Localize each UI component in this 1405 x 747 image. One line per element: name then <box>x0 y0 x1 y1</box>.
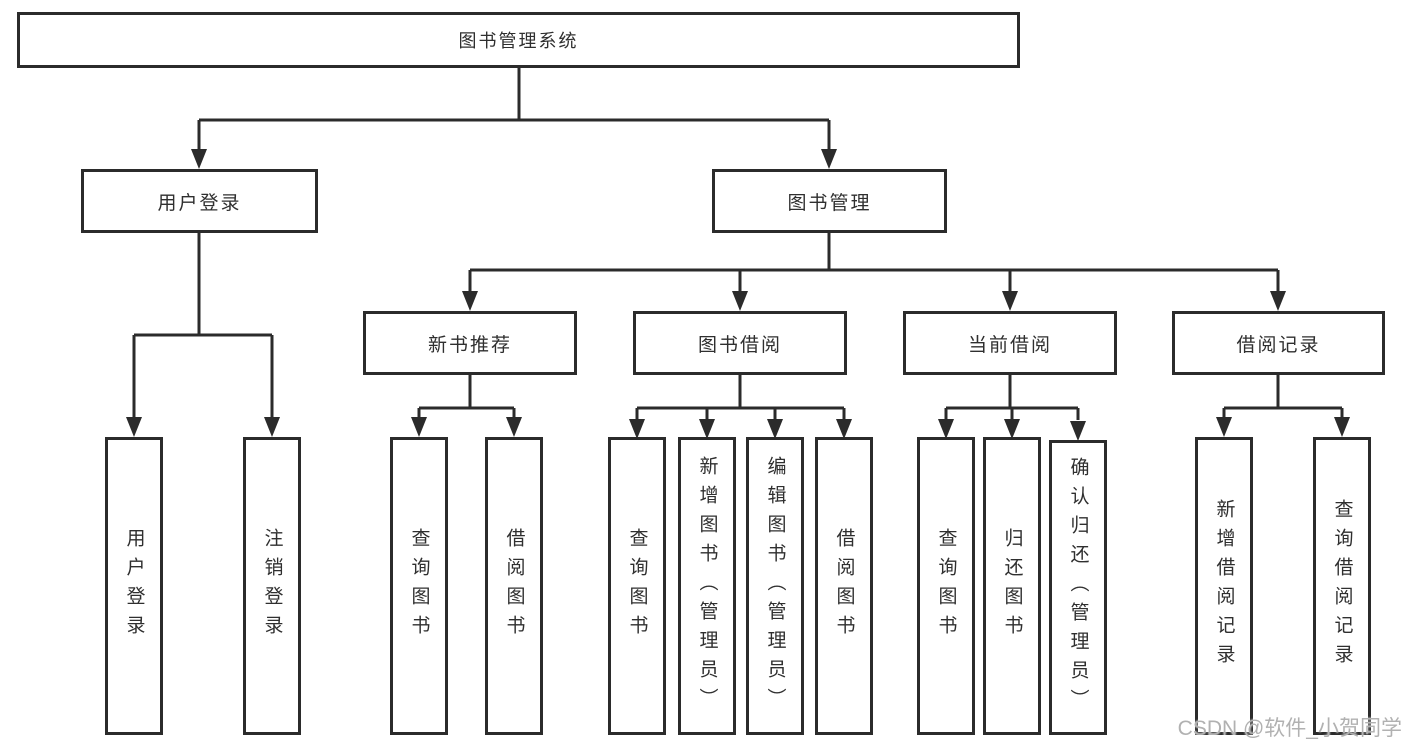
connector-root-to-level2 <box>191 68 837 169</box>
leaf-borrow-query-books-label: 查询图书 <box>626 528 648 644</box>
connector-book-management-to-level3 <box>462 233 1286 311</box>
leaf-current-return-books: 归还图书 <box>983 437 1041 735</box>
arrow-down-icon <box>1070 421 1086 441</box>
node-user-login-label: 用户登录 <box>157 192 242 214</box>
leaf-borrow-borrow-books-label: 借阅图书 <box>833 528 855 644</box>
leaf-user-login-label: 用户登录 <box>123 528 145 644</box>
leaf-current-confirm-return-admin-label: 确认归还（管理员） <box>1067 457 1089 718</box>
arrow-down-icon <box>1216 417 1232 437</box>
leaf-logout: 注销登录 <box>243 437 301 735</box>
leaf-borrow-borrow-books: 借阅图书 <box>815 437 873 735</box>
leaf-records-add-record: 新增借阅记录 <box>1195 437 1253 735</box>
arrow-down-icon <box>264 417 280 437</box>
leaf-borrow-edit-books-admin-label: 编辑图书（管理员） <box>764 455 786 717</box>
node-current-borrow: 当前借阅 <box>903 311 1117 375</box>
node-current-borrow-label: 当前借阅 <box>967 334 1052 356</box>
leaf-newrec-query-books-label: 查询图书 <box>408 528 430 644</box>
leaf-records-add-record-label: 新增借阅记录 <box>1213 499 1235 673</box>
leaf-newrec-borrow-books: 借阅图书 <box>485 437 543 735</box>
arrow-down-icon <box>411 417 427 437</box>
node-book-borrow: 图书借阅 <box>633 311 847 375</box>
node-root-label: 图书管理系统 <box>458 31 579 51</box>
node-borrow-records: 借阅记录 <box>1172 311 1385 375</box>
arrow-down-icon <box>126 417 142 437</box>
leaf-newrec-query-books: 查询图书 <box>390 437 448 735</box>
arrow-down-icon <box>506 417 522 437</box>
leaf-logout-label: 注销登录 <box>261 528 283 644</box>
leaf-records-query-record-label: 查询借阅记录 <box>1331 499 1353 673</box>
leaf-newrec-borrow-books-label: 借阅图书 <box>503 528 525 644</box>
arrow-down-icon <box>1002 291 1018 311</box>
node-borrow-records-label: 借阅记录 <box>1236 334 1321 356</box>
connector-user-login-to-leaves <box>126 233 280 437</box>
leaf-current-query-books: 查询图书 <box>917 437 975 735</box>
connector-book-borrow-to-leaves <box>629 375 852 439</box>
arrow-down-icon <box>1334 417 1350 437</box>
node-new-book-recommend: 新书推荐 <box>363 311 577 375</box>
leaf-current-return-books-label: 归还图书 <box>1001 528 1023 644</box>
connector-borrow-records-to-leaves <box>1216 375 1350 437</box>
arrow-down-icon <box>629 419 645 439</box>
connector-new-book-recommend-to-leaves <box>411 375 522 437</box>
node-book-borrow-label: 图书借阅 <box>697 334 782 356</box>
leaf-borrow-add-books-admin: 新增图书（管理员） <box>678 437 736 735</box>
node-root: 图书管理系统 <box>17 12 1020 68</box>
arrow-down-icon <box>191 149 207 169</box>
leaf-borrow-query-books: 查询图书 <box>608 437 666 735</box>
leaf-current-confirm-return-admin: 确认归还（管理员） <box>1049 440 1107 735</box>
leaf-records-query-record: 查询借阅记录 <box>1313 437 1371 735</box>
arrow-down-icon <box>836 419 852 439</box>
leaf-current-query-books-label: 查询图书 <box>935 528 957 644</box>
arrow-down-icon <box>821 149 837 169</box>
leaf-user-login: 用户登录 <box>105 437 163 735</box>
leaf-borrow-edit-books-admin: 编辑图书（管理员） <box>746 437 804 735</box>
node-user-login: 用户登录 <box>81 169 318 233</box>
arrow-down-icon <box>767 419 783 439</box>
arrow-down-icon <box>732 291 748 311</box>
csdn-watermark: CSDN @软件_小贺同学 <box>1177 717 1402 740</box>
arrow-down-icon <box>462 291 478 311</box>
arrow-down-icon <box>1270 291 1286 311</box>
arrow-down-icon <box>699 419 715 439</box>
node-book-management-label: 图书管理 <box>787 192 872 214</box>
arrow-down-icon <box>938 419 954 439</box>
connector-current-borrow-to-leaves <box>938 375 1086 441</box>
leaf-borrow-add-books-admin-label: 新增图书（管理员） <box>696 455 718 717</box>
node-new-book-recommend-label: 新书推荐 <box>427 334 512 356</box>
arrow-down-icon <box>1004 419 1020 439</box>
node-book-management: 图书管理 <box>712 169 947 233</box>
